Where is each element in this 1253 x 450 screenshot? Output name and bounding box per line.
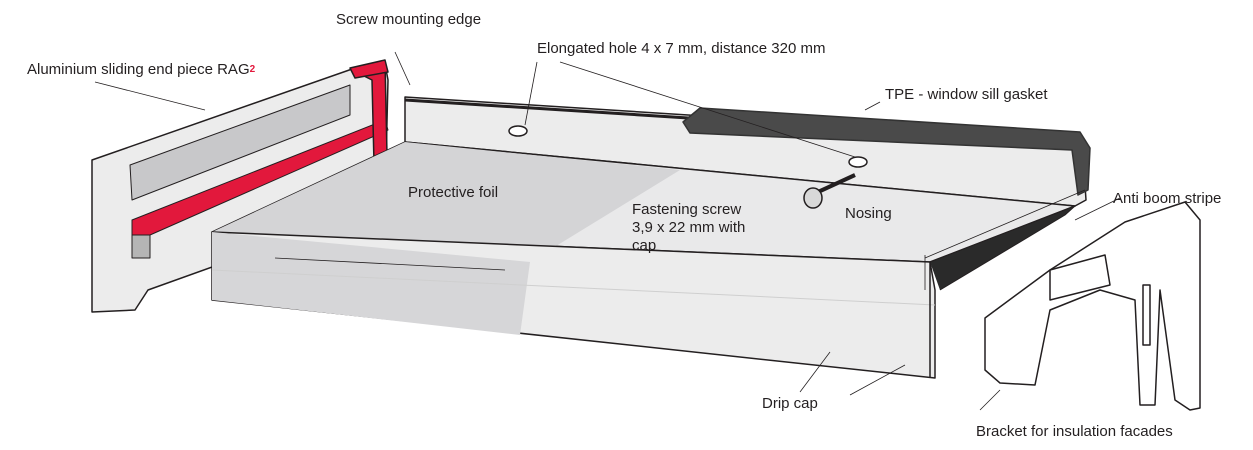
label-screw-line: Fastening screw [632, 201, 742, 218]
label-end-piece: Aluminium sliding end piece RAG2 [27, 61, 255, 79]
end-piece [91, 59, 389, 313]
label-hole: Elongated hole 4 x 7 mm, distance 320 mm [537, 40, 826, 57]
elongated-hole [848, 156, 868, 168]
leader-lines [94, 51, 1121, 411]
bracket [984, 201, 1201, 411]
label-screw-edge: Screw mounting edge [336, 11, 482, 28]
label-anti-boom: Anti boom stripe [1113, 190, 1222, 207]
label-drip: Drip cap [762, 395, 818, 412]
gasket [682, 107, 1091, 196]
elongated-hole [508, 125, 528, 137]
label-foil: Protective foil [408, 184, 499, 201]
label-end-piece-text: Aluminium sliding end piece RAG [27, 61, 250, 78]
label-bracket: Bracket for insulation facades [976, 423, 1173, 440]
label-nosing: Nosing [845, 205, 892, 222]
label-screw-line: cap [632, 237, 657, 254]
label-superscript: 2 [249, 64, 256, 75]
label-gasket: TPE - window sill gasket [885, 86, 1048, 103]
protective-foil [212, 142, 680, 262]
screw-icon [803, 173, 856, 209]
label-screw-line: 3,9 x 22 mm with [632, 219, 746, 236]
label-screw: Fastening screw 3,9 x 22 mm with cap [632, 201, 745, 255]
